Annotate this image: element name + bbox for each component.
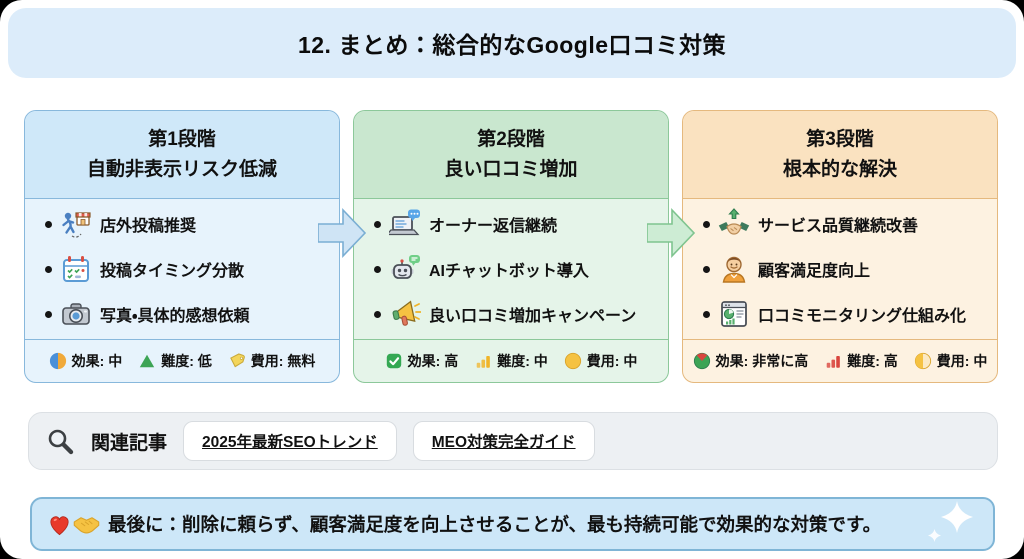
difficulty-triangle-icon	[138, 352, 156, 370]
stat-cost: 費用: 無料	[228, 351, 316, 371]
list-item-label: 投稿タイミング分散	[100, 263, 245, 280]
stage-label: 第2段階	[477, 129, 545, 151]
bar-chart-amber-icon	[474, 352, 492, 370]
handshake-icon	[73, 511, 100, 538]
stage-card-3: 第3段階 根本的な解決 サービス品質継続改善	[682, 110, 998, 383]
stat-label: 費用: 無料	[250, 353, 316, 369]
stage-card-3-items: サービス品質継続改善 顧客満足度向上	[683, 199, 997, 339]
megaphone-icon	[389, 298, 421, 330]
stages-row: 第1段階 自動非表示リスク低減	[24, 110, 998, 383]
list-item-label: 店外投稿推奨	[100, 218, 197, 235]
list-item-label: 口コミモニタリング仕組み化	[758, 308, 967, 325]
stat-effect: 効果: 中	[49, 351, 123, 371]
stage-label: 第3段階	[806, 129, 874, 151]
price-tag-icon	[228, 352, 246, 370]
yellow-circle-icon	[564, 352, 582, 370]
sparkle-icon	[941, 501, 973, 538]
stat-label: 効果: 非常に高	[715, 353, 809, 369]
list-item: 口コミモニタリング仕組み化	[703, 298, 989, 330]
final-note-banner: 最後に：削除に頼らず、顧客満足度を向上させることが、最も持続可能で効果的な対策で…	[30, 497, 995, 551]
bullet-dot	[703, 310, 710, 318]
robot-icon	[389, 253, 421, 285]
stage-card-2: 第2段階 良い口コミ増加	[353, 110, 669, 383]
handshake-growth-icon	[718, 208, 750, 240]
list-item: オーナー返信継続	[374, 208, 660, 240]
flow-arrow-stage1-to-stage2	[318, 205, 366, 261]
list-item: 顧客満足度向上	[703, 253, 989, 285]
stat-label: 難度: 高	[847, 353, 898, 369]
list-item-label: サービス品質継続改善	[758, 218, 919, 235]
stat-difficulty: 難度: 中	[474, 351, 548, 371]
sparkle-icon	[928, 529, 941, 547]
stat-difficulty: 難度: 低	[138, 351, 212, 371]
list-item-label: 顧客満足度向上	[758, 263, 871, 280]
stage-card-2-stats: 効果: 高 難度: 中 費用:	[354, 339, 668, 382]
list-item-label: 良い口コミ増加キャンペーン	[429, 308, 637, 325]
bullet-dot	[45, 265, 52, 273]
stat-effect: 効果: 非常に高	[693, 351, 809, 371]
monitoring-dashboard-icon	[718, 298, 750, 330]
stage-subtitle: 良い口コミ増加	[444, 158, 578, 180]
list-item-label: AIチャットボット導入	[429, 263, 589, 280]
check-square-icon	[385, 352, 403, 370]
stage-subtitle: 根本的な解決	[782, 158, 897, 180]
effect-half-circle-icon	[49, 352, 67, 370]
stage-card-3-header: 第3段階 根本的な解決	[683, 111, 997, 199]
bullet-dot	[45, 310, 52, 318]
stage-card-1: 第1段階 自動非表示リスク低減	[24, 110, 340, 383]
bullet-dot	[703, 220, 710, 228]
stage-card-1-stats: 効果: 中 難度: 低	[25, 339, 339, 382]
stat-label: 効果: 高	[407, 353, 459, 369]
stage-card-3-stats: 効果: 非常に高 難度: 高	[683, 339, 997, 382]
stat-cost: 費用: 中	[564, 351, 638, 371]
list-item-label: 写真・具体的感想依頼	[100, 308, 250, 325]
list-item: 良い口コミ増加キャンペーン	[374, 298, 660, 330]
bullet-dot	[703, 265, 710, 273]
list-item: AIチャットボット導入	[374, 253, 660, 285]
stat-label: 難度: 低	[161, 353, 212, 369]
search-icon	[45, 426, 75, 456]
bullet-dot	[45, 220, 52, 228]
list-item-label: オーナー返信継続	[429, 218, 558, 235]
customer-smile-icon	[718, 253, 750, 285]
stage-subtitle: 自動非表示リスク低減	[86, 158, 277, 180]
title-banner: 12. まとめ：総合的なGoogle口コミ対策	[8, 8, 1016, 78]
pie-green-red-icon	[693, 352, 711, 370]
list-item: サービス品質継続改善	[703, 208, 989, 240]
related-link-seo-trend[interactable]: 2025年最新SEOトレンド	[183, 421, 397, 461]
stat-label: 費用: 中	[586, 353, 638, 369]
page-title: 12. まとめ：総合的なGoogle口コミ対策	[297, 32, 727, 58]
related-link-meo-guide[interactable]: MEO対策完全ガイド	[412, 421, 595, 461]
stat-label: 難度: 中	[497, 353, 548, 369]
half-yellow-circle-icon	[914, 352, 932, 370]
walking-person-store-icon	[60, 208, 92, 240]
related-articles-label: 関連記事	[91, 432, 168, 454]
list-item: 投稿タイミング分散	[45, 253, 331, 285]
list-item: 店外投稿推奨	[45, 208, 331, 240]
stat-difficulty: 難度: 高	[824, 351, 898, 371]
bullet-dot	[374, 265, 381, 273]
stage-label: 第1段階	[148, 129, 216, 151]
bullet-dot	[374, 220, 381, 228]
calendar-icon	[60, 253, 92, 285]
stage-card-2-header: 第2段階 良い口コミ増加	[354, 111, 668, 199]
stage-card-1-items: 店外投稿推奨	[25, 199, 339, 339]
stat-effect: 効果: 高	[385, 351, 459, 371]
flow-arrow-stage2-to-stage3	[647, 205, 695, 261]
camera-icon	[60, 298, 92, 330]
final-note-text: 最後に：削除に頼らず、顧客満足度を向上させることが、最も持続可能で効果的な対策で…	[108, 514, 882, 535]
stat-cost: 費用: 中	[914, 351, 988, 371]
bar-chart-red-icon	[824, 352, 842, 370]
heart-icon	[46, 511, 73, 538]
stage-card-2-items: オーナー返信継続	[354, 199, 668, 339]
laptop-chat-icon	[389, 208, 421, 240]
stat-label: 費用: 中	[936, 353, 988, 369]
stage-card-1-header: 第1段階 自動非表示リスク低減	[25, 111, 339, 199]
list-item: 写真・具体的感想依頼	[45, 298, 331, 330]
related-articles-bar: 関連記事 2025年最新SEOトレンド MEO対策完全ガイド	[28, 412, 998, 470]
stat-label: 効果: 中	[71, 353, 123, 369]
bullet-dot	[374, 310, 381, 318]
